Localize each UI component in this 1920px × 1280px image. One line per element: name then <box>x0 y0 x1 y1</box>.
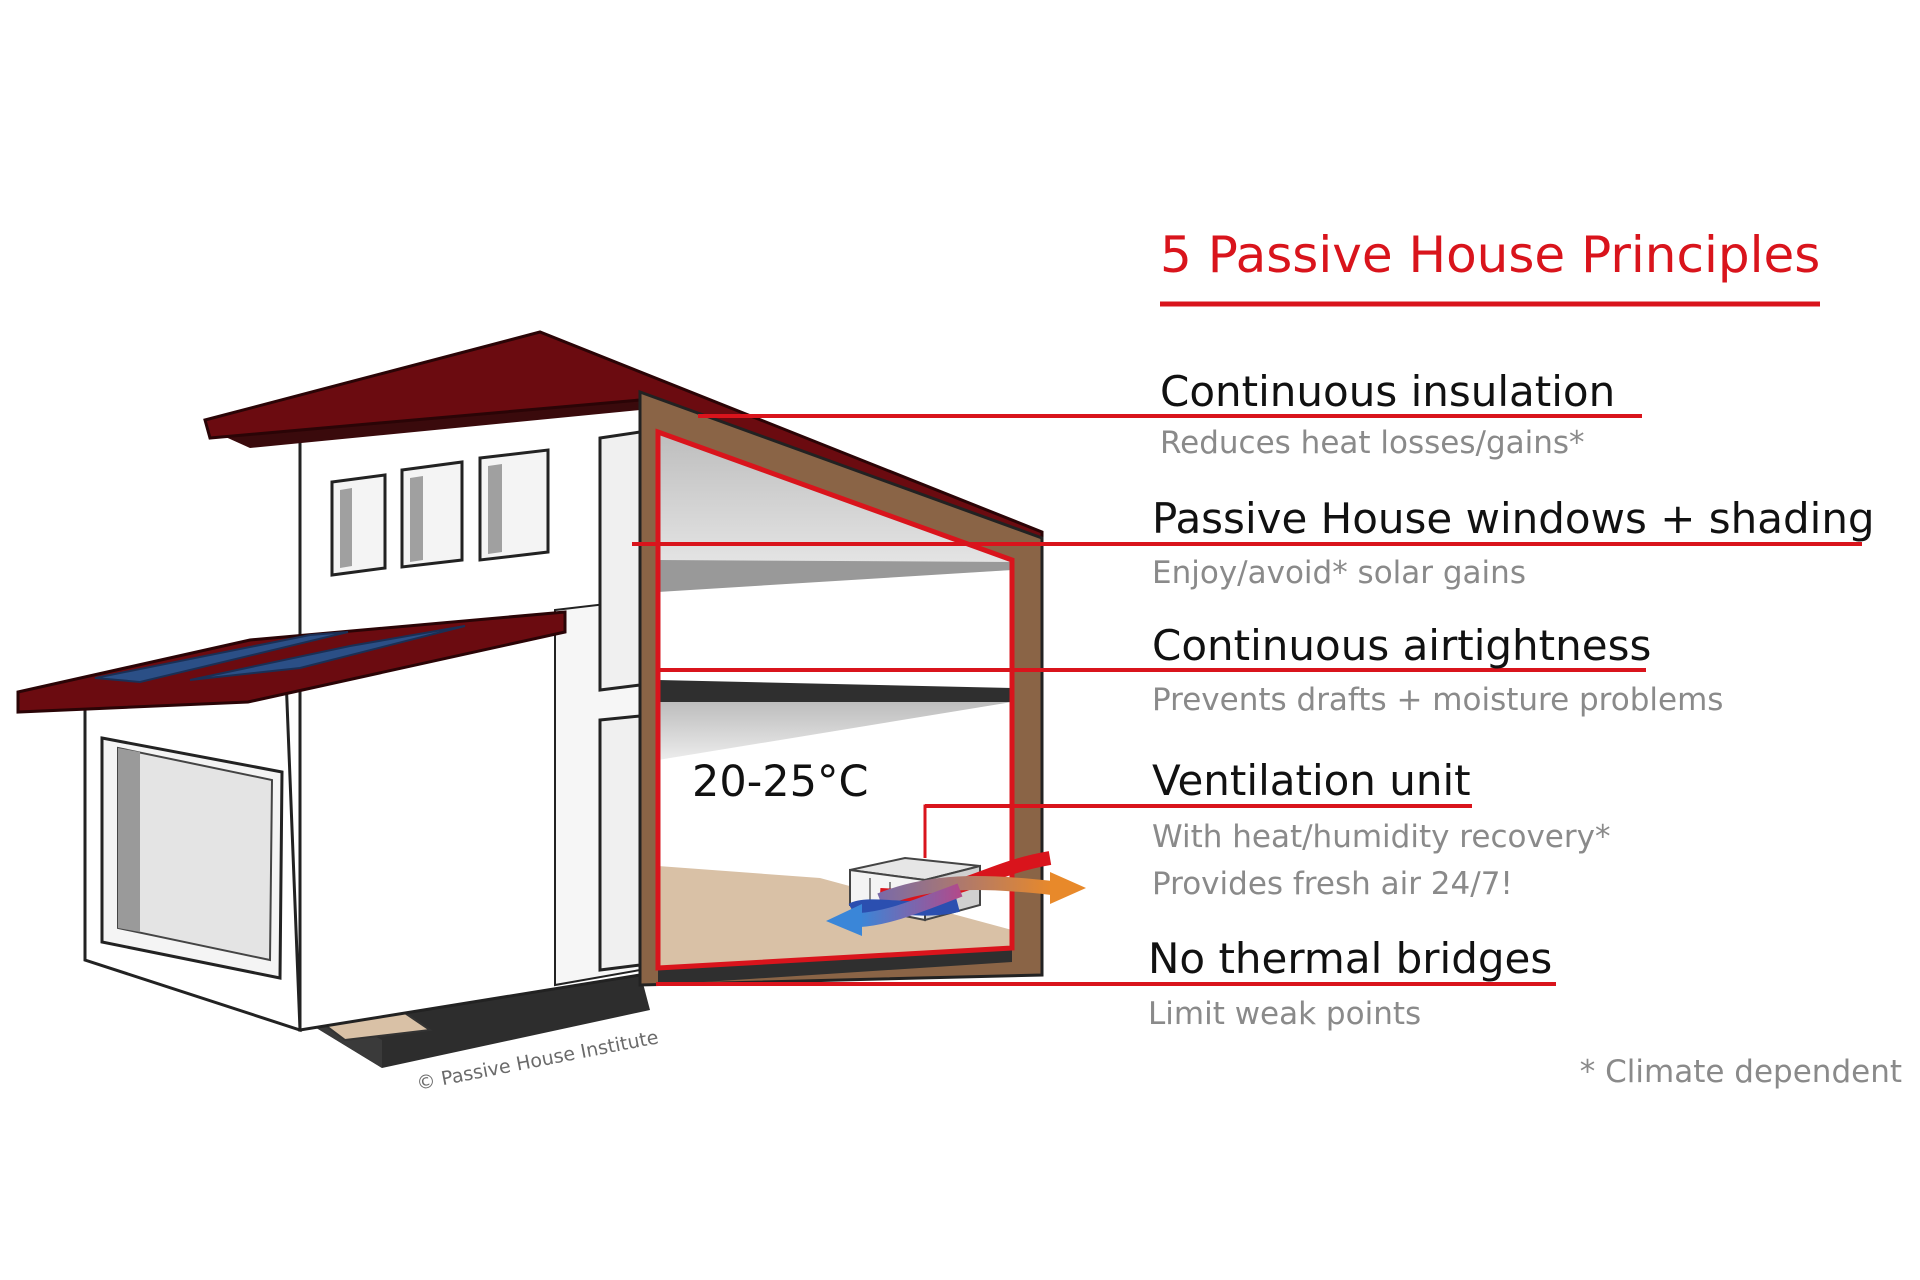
lower-window-glass <box>117 746 274 962</box>
upper-ceiling-lip <box>658 560 1012 592</box>
upper-ceiling <box>658 432 1012 590</box>
lower-ceiling <box>658 702 1012 760</box>
temperature-label: 20-25°C <box>692 757 868 807</box>
cold-air-arrow <box>859 883 963 927</box>
tall-window-lower <box>598 714 642 972</box>
principle-4-heading: Ventilation unit <box>1152 756 1471 805</box>
footnote: * Climate dependent <box>1580 1054 1902 1090</box>
principle-2-subtext: Enjoy/avoid* solar gains <box>1152 555 1526 591</box>
ground-slab <box>300 972 650 1068</box>
solar-panel-right <box>189 625 466 681</box>
cold-air-arrow-head <box>826 904 862 936</box>
warm-air-arrow <box>877 876 1053 907</box>
principles-panel: 5 Passive House Principles Continuous in… <box>1148 226 1902 1090</box>
intermediate-floor <box>658 680 1012 702</box>
house-illustration: 20-25°C © Passive House Institute <box>16 330 1086 1095</box>
principle-2-heading: Passive House windows + shading <box>1152 494 1875 543</box>
principle-3-heading: Continuous airtightness <box>1152 621 1651 670</box>
principle-1-subtext: Reduces heat losses/gains* <box>1160 425 1585 461</box>
airtight-envelope <box>655 428 1015 971</box>
floor-slab <box>658 948 1012 985</box>
air-flow-arrows <box>826 851 1086 936</box>
principle-5-subtext: Limit weak points <box>1148 996 1421 1032</box>
diagram-title: 5 Passive House Principles <box>1160 226 1820 284</box>
tall-window-upper <box>598 430 642 692</box>
principle-5-heading: No thermal bridges <box>1148 934 1552 983</box>
principle-1-heading: Continuous insulation <box>1160 367 1615 416</box>
principle-4-subtext-1: With heat/humidity recovery* <box>1152 819 1610 855</box>
solar-panel-left <box>94 631 349 684</box>
lower-window-shadow <box>118 748 140 932</box>
principle-4-subtext-2: Provides fresh air 24/7! <box>1152 866 1513 902</box>
upper-windows <box>330 448 550 577</box>
leader-lines <box>632 414 1862 986</box>
warm-air-arrow-head <box>1050 872 1086 904</box>
principle-3-subtext: Prevents drafts + moisture problems <box>1152 682 1723 718</box>
